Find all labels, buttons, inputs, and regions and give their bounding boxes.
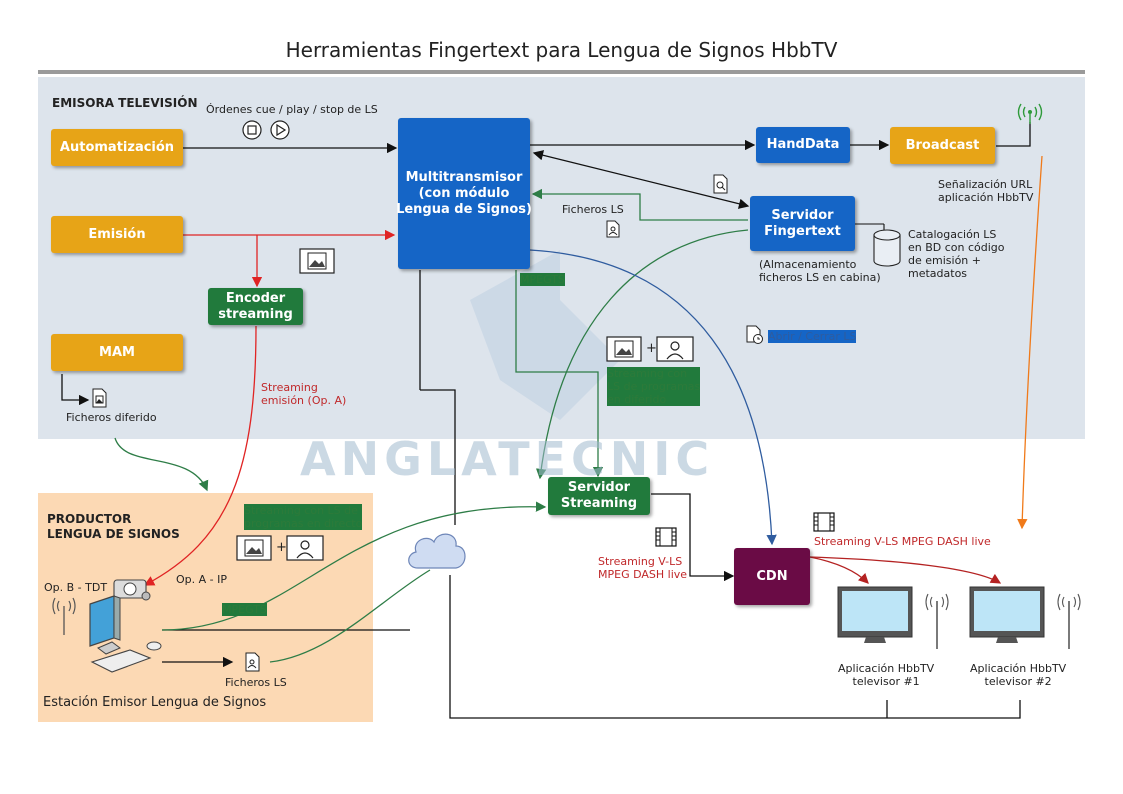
image-file-small-icon bbox=[92, 388, 107, 408]
handdata-node: HandData bbox=[756, 127, 850, 163]
op-b-label: Op. B - TDT bbox=[44, 581, 108, 594]
user-frame-icon bbox=[656, 336, 694, 362]
servidor-streaming-node: Servidor Streaming bbox=[548, 477, 650, 515]
senalizacion-label: Señalización URL aplicación HbbTV bbox=[938, 178, 1034, 204]
broadcaster-heading: EMISORA TELEVISIÓN bbox=[52, 96, 198, 110]
film-icon-2 bbox=[813, 512, 835, 532]
ordenes-label: Órdenes cue / play / stop de LS bbox=[206, 103, 378, 116]
database-icon bbox=[873, 229, 901, 267]
station-label: Estación Emisor Lengua de Signos bbox=[43, 695, 267, 710]
mpegts-bottom-label: MPEGTS bbox=[222, 603, 267, 616]
streaming-vls-right-label: Streaming V-LS MPEG DASH live bbox=[814, 535, 991, 548]
tv-icon-2 bbox=[969, 586, 1081, 649]
play-stop-icons bbox=[242, 120, 290, 140]
ficheros-diferido-label: Ficheros diferido bbox=[66, 411, 157, 424]
film-icon bbox=[655, 527, 677, 547]
user-file-icon-2 bbox=[245, 652, 260, 672]
producer-heading: PRODUCTOR LENGUA DE SIGNOS bbox=[47, 512, 180, 541]
streaming-directo-label: Streaming con LS de programas en directo bbox=[244, 504, 363, 530]
servidor-fingertext-node: Servidor Fingertext bbox=[750, 196, 855, 251]
ficheros-ls-top-label: Ficheros LS bbox=[562, 203, 624, 216]
image-file-icon bbox=[299, 248, 335, 274]
emision-node: Emisión bbox=[51, 216, 183, 253]
tv1-label: Aplicación HbbTV televisor #1 bbox=[838, 662, 935, 688]
streaming-emision-label: Streaming emisión (Op. A) bbox=[261, 381, 347, 407]
watermark: ANGLATECNIC bbox=[300, 432, 715, 486]
encoder-node: Encoder streaming bbox=[208, 288, 303, 325]
mam-node: MAM bbox=[51, 334, 183, 371]
clock-file-icon bbox=[746, 325, 763, 344]
op-a-label: Op. A - IP bbox=[176, 573, 227, 586]
image-file-icon-2 bbox=[606, 336, 642, 362]
antenna-small-icon bbox=[52, 597, 76, 635]
multitransmisor-node: Multitransmisor (con módulo Lengua de Si… bbox=[396, 118, 532, 269]
page-title: Herramientas Fingertext para Lengua de S… bbox=[285, 38, 838, 62]
ficheros-ls-bottom-label: Ficheros LS bbox=[225, 676, 287, 689]
automatizacion-node: Automatización bbox=[51, 129, 183, 166]
plus-sign-top: + bbox=[646, 341, 657, 356]
cloud-icon bbox=[408, 533, 466, 569]
user-file-icon bbox=[606, 220, 620, 238]
plus-sign-bottom: + bbox=[276, 540, 287, 555]
user-frame-icon-2 bbox=[286, 535, 324, 561]
cdn-node: CDN bbox=[734, 548, 810, 605]
antenna-icon bbox=[1017, 103, 1043, 124]
camera-icon bbox=[113, 579, 151, 601]
workstation-icon bbox=[89, 579, 162, 673]
tv2-label: Aplicación HbbTV televisor #2 bbox=[970, 662, 1067, 688]
abrir-cerrar-label: Abrir / Cerrar LS bbox=[768, 330, 857, 343]
search-file-icon bbox=[713, 174, 728, 194]
title-divider bbox=[38, 70, 1085, 74]
image-file-icon-3 bbox=[236, 535, 272, 561]
streaming-diferido-label: Streaming con LS de programas en diferid… bbox=[607, 367, 701, 406]
tv-icon-1 bbox=[837, 586, 949, 649]
broadcast-node: Broadcast bbox=[890, 127, 995, 164]
streaming-vls-left-label: Streaming V-LS MPEG DASH live bbox=[598, 555, 688, 581]
almacenamiento-label: (Almacenamiento ficheros LS en cabina) bbox=[759, 258, 881, 284]
mpegts-top-label: MPEGTS bbox=[520, 273, 565, 286]
catalogacion-label: Catalogación LS en BD con código de emis… bbox=[908, 228, 1005, 280]
